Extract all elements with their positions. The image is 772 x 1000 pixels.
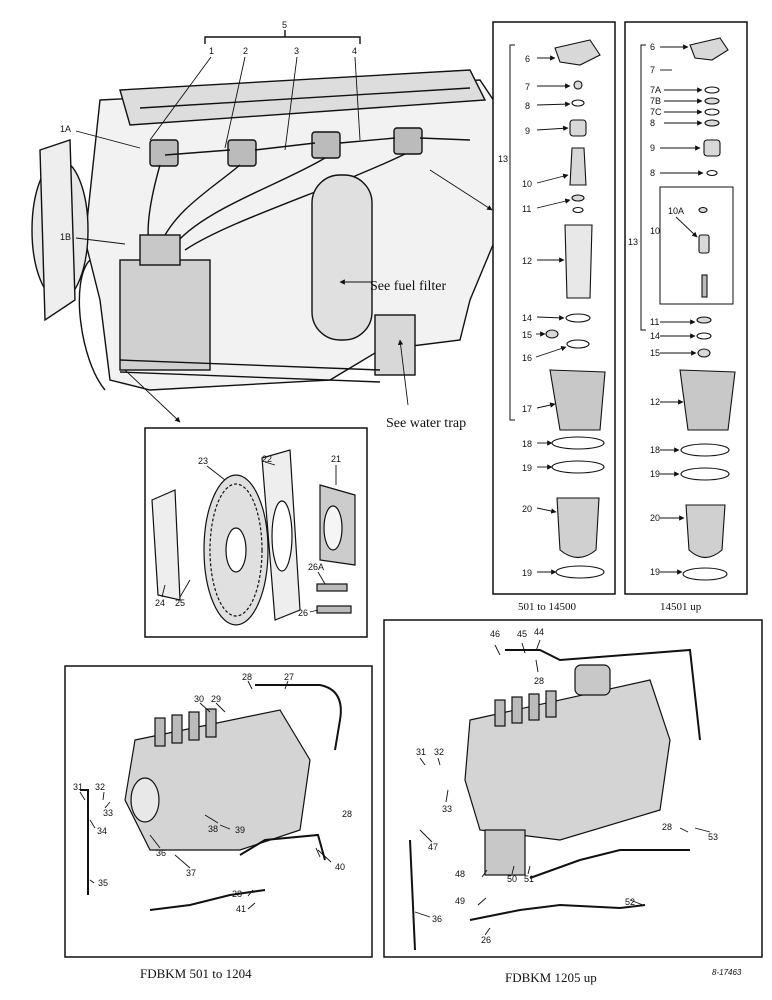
callout-b-7: 7 — [650, 65, 655, 75]
callout-b-13: 13 — [628, 237, 638, 247]
callout-b-8: 8 — [650, 118, 655, 128]
callout-a-19b: 19 — [522, 568, 532, 578]
callout-pa-32: 32 — [95, 782, 105, 792]
gear-inset: 23 22 21 26A 26 24 25 — [144, 427, 368, 638]
callout-pb-32: 32 — [434, 747, 444, 757]
callout-pa-27: 27 — [284, 672, 294, 682]
callout-a-14: 14 — [522, 313, 532, 323]
nozzle-panel-b: 6 7 7A 7B 7C 8 9 8 10 10A 13 11 14 15 12… — [624, 21, 748, 613]
callout-pa-31: 31 — [73, 782, 83, 792]
callout-1: 1 — [209, 46, 214, 56]
callout-a-13: 13 — [498, 154, 508, 164]
callout-b-18: 18 — [650, 445, 660, 455]
callout-pa-39: 39 — [235, 825, 245, 835]
callout-b-7c: 7C — [650, 107, 662, 117]
nozzle-a-caption: 501 to 14500 — [518, 601, 577, 613]
callout-a-15: 15 — [522, 330, 532, 340]
callout-b-14: 14 — [650, 331, 660, 341]
callout-pa-35: 35 — [98, 878, 108, 888]
callout-pb-52: 52 — [625, 897, 635, 907]
callout-b-19b: 19 — [650, 567, 660, 577]
callout-a-9: 9 — [525, 126, 530, 136]
callout-pb-36: 36 — [432, 914, 442, 924]
callout-pa-41: 41 — [236, 904, 246, 914]
callout-b-7b: 7B — [650, 96, 661, 106]
callout-pa-28: 28 — [242, 672, 252, 682]
callout-pb-45: 45 — [517, 629, 527, 639]
callout-b-6: 6 — [650, 42, 655, 52]
pump-panel-a: 28 27 30 29 31 32 33 34 35 36 37 38 39 2… — [64, 665, 373, 981]
callout-a-10: 10 — [522, 179, 532, 189]
callout-5: 5 — [282, 20, 287, 30]
callout-pb-48: 48 — [455, 869, 465, 879]
callout-a-18: 18 — [522, 439, 532, 449]
callout-pa-34: 34 — [97, 826, 107, 836]
callout-b-12: 12 — [650, 397, 660, 407]
callout-a-12: 12 — [522, 256, 532, 266]
callout-pa-30: 30 — [194, 694, 204, 704]
callout-b-9: 9 — [650, 143, 655, 153]
callout-a-20: 20 — [522, 504, 532, 514]
callout-a-19: 19 — [522, 463, 532, 473]
water-trap-note: See water trap — [386, 416, 466, 431]
callout-pb-28: 28 — [534, 676, 544, 686]
reference-number: 8-17463 — [712, 968, 742, 977]
callout-pb-51: 51 — [524, 874, 534, 884]
callout-3: 3 — [294, 46, 299, 56]
callout-a-7: 7 — [525, 82, 530, 92]
callout-b-15: 15 — [650, 348, 660, 358]
callout-26: 26 — [298, 608, 308, 618]
callout-pb-26: 26 — [481, 935, 491, 945]
callout-pb-47: 47 — [428, 842, 438, 852]
callout-a-11: 11 — [522, 204, 531, 214]
callout-23: 23 — [198, 456, 208, 466]
callout-pa-28c: 28 — [232, 889, 242, 899]
engine-illustration — [31, 30, 501, 391]
pump-panel-b: 46 45 44 28 31 32 33 47 48 49 50 51 36 2… — [383, 619, 763, 985]
callout-26a: 26A — [308, 562, 324, 572]
callout-pb-44: 44 — [534, 627, 544, 637]
callout-1b: 1B — [60, 232, 71, 242]
callout-pa-29: 29 — [211, 694, 221, 704]
callout-4: 4 — [352, 46, 357, 56]
callout-pb-49: 49 — [455, 896, 465, 906]
callout-pb-50: 50 — [507, 874, 517, 884]
callout-pb-33: 33 — [442, 804, 452, 814]
nozzle-panel-a: 6 7 8 9 10 11 12 13 14 15 16 17 18 19 20… — [492, 21, 616, 613]
callout-a-17: 17 — [522, 404, 532, 414]
callout-pb-28b: 28 — [662, 822, 672, 832]
callout-b-19: 19 — [650, 469, 660, 479]
nozzle-b-caption: 14501 up — [660, 601, 702, 613]
callout-b-10: 10 — [650, 226, 660, 236]
callout-25: 25 — [175, 598, 185, 608]
callout-a-16: 16 — [522, 353, 532, 363]
callout-pb-46: 46 — [490, 629, 500, 639]
callout-1a: 1A — [60, 124, 71, 134]
pump-b-caption: FDBKM 1205 up — [505, 970, 597, 985]
callout-pb-53: 53 — [708, 832, 718, 842]
callout-24: 24 — [155, 598, 165, 608]
callout-b-11: 11 — [650, 317, 659, 327]
callout-pa-37: 37 — [186, 868, 196, 878]
callout-a-8: 8 — [525, 101, 530, 111]
callout-pa-33: 33 — [103, 808, 113, 818]
callout-pa-28b: 28 — [342, 809, 352, 819]
callout-b-7a: 7A — [650, 85, 661, 95]
callout-a-6: 6 — [525, 54, 530, 64]
callout-b-8b: 8 — [650, 168, 655, 178]
callout-b-20: 20 — [650, 513, 660, 523]
fuel-filter-note: See fuel filter — [370, 279, 447, 294]
callout-2: 2 — [243, 46, 248, 56]
callout-pb-31: 31 — [416, 747, 426, 757]
pump-a-caption: FDBKM 501 to 1204 — [140, 966, 252, 981]
callout-pa-38: 38 — [208, 824, 218, 834]
callout-pa-40: 40 — [335, 862, 345, 872]
callout-b-10a: 10A — [668, 206, 684, 216]
callout-21: 21 — [331, 454, 341, 464]
callout-22: 22 — [262, 454, 272, 464]
callout-pa-36: 36 — [156, 848, 166, 858]
